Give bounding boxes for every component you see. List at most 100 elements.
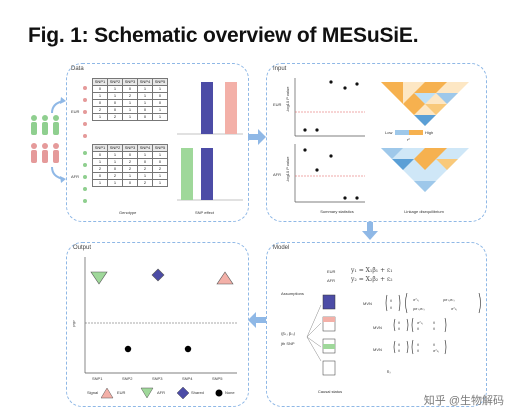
svg-text:σ²₂ⱼ: σ²₂ⱼ xyxy=(433,349,439,353)
delta-label: δⱼ xyxy=(387,369,391,374)
model-panel-label: Model xyxy=(273,245,290,251)
svg-text:0: 0 xyxy=(417,327,419,331)
snp-header: SNP5 xyxy=(152,78,168,86)
genotype-cell: 1 xyxy=(122,99,138,107)
genotype-cell: 1 xyxy=(107,158,123,166)
out-snp4: SNP4 xyxy=(182,376,193,381)
genotype-cell: 1 xyxy=(122,172,138,180)
genotype-cell: 1 xyxy=(92,92,108,100)
genotype-cell: 0 xyxy=(92,85,108,93)
afr-person-icons xyxy=(83,151,87,203)
snp-header: SNP3 xyxy=(122,144,138,152)
output-ylabel: PIP xyxy=(71,320,77,327)
eur-shared-effect-bar xyxy=(201,82,213,134)
svg-text:ρσ₁ⱼσ₂ⱼ: ρσ₁ⱼσ₂ⱼ xyxy=(413,307,425,311)
input-panel: Input EUR AFR -log10 P value -log10 P va… xyxy=(266,63,487,222)
summary-statistics-plots xyxy=(294,78,365,203)
snp-header: SNP3 xyxy=(122,78,138,86)
branch-lines xyxy=(306,304,322,362)
snp2-none-marker xyxy=(124,345,132,353)
mvn-2: MVN xyxy=(373,325,382,330)
snp-header: SNP2 xyxy=(107,144,123,152)
afr-specific-effect-bar xyxy=(181,148,193,200)
out-snp2: SNP2 xyxy=(122,376,133,381)
genotype-cell: 1 xyxy=(152,179,168,187)
genotype-cell: 0 xyxy=(137,106,153,114)
population-people-icon xyxy=(31,115,59,163)
down-arrow-icon xyxy=(362,222,378,240)
assumptions-label: Assumptions xyxy=(281,291,304,296)
output-panel: Output PIP SNP1 SNP2 SNP3 SNP4 SNP5 Sign… xyxy=(66,242,249,407)
legend-none: None xyxy=(225,390,235,395)
svg-text:0: 0 xyxy=(433,343,435,347)
out-snp5: SNP5 xyxy=(212,376,223,381)
beta-vector: (β₁ⱼ β₂ⱼ) xyxy=(281,331,296,336)
eur-person-icons xyxy=(83,86,87,138)
genotype-cell: 1 xyxy=(152,151,168,159)
snp-header: SNP1 xyxy=(92,78,108,86)
genotype-cell: 2 xyxy=(107,113,123,121)
snp-effect-plots xyxy=(177,82,243,201)
ld-heatmaps xyxy=(381,82,469,192)
genotype-cell: 1 xyxy=(137,92,153,100)
pop1-label: EUR xyxy=(71,109,80,114)
jth-snp-label: jth SNP xyxy=(281,341,295,346)
svg-text:0: 0 xyxy=(398,343,400,347)
genotype-cell: 2 xyxy=(92,165,108,173)
genotype-cell: 1 xyxy=(122,106,138,114)
model-pop1: EUR xyxy=(327,269,336,274)
genotype-cell: 2 xyxy=(107,172,123,180)
snp-effect-label: SNP effect xyxy=(195,210,214,215)
model-panel: Model EUR AFR y₁ = X₁β₁ + ε₁ y₂ = X₂β₂ +… xyxy=(266,242,487,407)
genotype-cell: 0 xyxy=(152,158,168,166)
genotype-cell: 1 xyxy=(92,158,108,166)
causal-status-boxes xyxy=(322,294,336,376)
output-panel-label: Output xyxy=(73,245,92,251)
snp-header: SNP5 xyxy=(152,144,168,152)
svg-text:0: 0 xyxy=(433,327,435,331)
pop2-label: AFR xyxy=(71,174,79,179)
genotype-cell: 2 xyxy=(122,158,138,166)
svg-text:0: 0 xyxy=(433,321,435,325)
input-pop1-label: EUR xyxy=(273,102,282,107)
svg-text:0: 0 xyxy=(390,306,392,310)
genotype-cell: 0 xyxy=(122,85,138,93)
genotype-cell: 1 xyxy=(107,179,123,187)
genotype-cell: 1 xyxy=(122,113,138,121)
genotype-cell: 0 xyxy=(92,151,108,159)
genotype-cell: 0 xyxy=(92,172,108,180)
ld-legend-low: Low xyxy=(385,130,393,135)
snp-header: SNP4 xyxy=(137,144,153,152)
causal-status-label: Causal status xyxy=(317,389,343,394)
input-ylabel-2: -log10 P value xyxy=(285,156,290,183)
svg-text:0: 0 xyxy=(390,299,392,303)
model-eq1: y₁ = X₁β₁ + ε₁ xyxy=(351,267,393,274)
legend-shared: Shared xyxy=(191,390,204,395)
genotype-cell: 0 xyxy=(107,106,123,114)
model-pop2: AFR xyxy=(327,278,335,283)
watermark: 知乎 @生物解码 xyxy=(423,395,504,407)
svg-text:0: 0 xyxy=(398,349,400,353)
genotype-cell: 0 xyxy=(152,92,168,100)
genotype-cell: 1 xyxy=(107,85,123,93)
legend-signal: Signal xyxy=(87,390,99,395)
genotype-cell: 1 xyxy=(137,172,153,180)
ld-legend-high: High xyxy=(425,130,434,135)
snp3-shared-marker xyxy=(151,268,165,282)
genotype-cell: 1 xyxy=(152,172,168,180)
genotype-cell: 1 xyxy=(107,151,123,159)
genotype-cell: 2 xyxy=(152,165,168,173)
genotype-cell: 2 xyxy=(122,165,138,173)
genotype-cell: 2 xyxy=(92,106,108,114)
genotype-cell: 1 xyxy=(137,99,153,107)
model-eq2: y₂ = X₂β₂ + ε₂ xyxy=(351,276,393,283)
genotype-cell: 1 xyxy=(152,106,168,114)
genotype-label: Genotype xyxy=(119,210,137,215)
svg-text:0: 0 xyxy=(398,321,400,325)
genotype-cell: 1 xyxy=(92,113,108,121)
genotype-cell: 0 xyxy=(152,99,168,107)
genotype-cell: 1 xyxy=(137,151,153,159)
legend-afr: AFR xyxy=(157,390,165,395)
genotype-cell: 1 xyxy=(152,85,168,93)
